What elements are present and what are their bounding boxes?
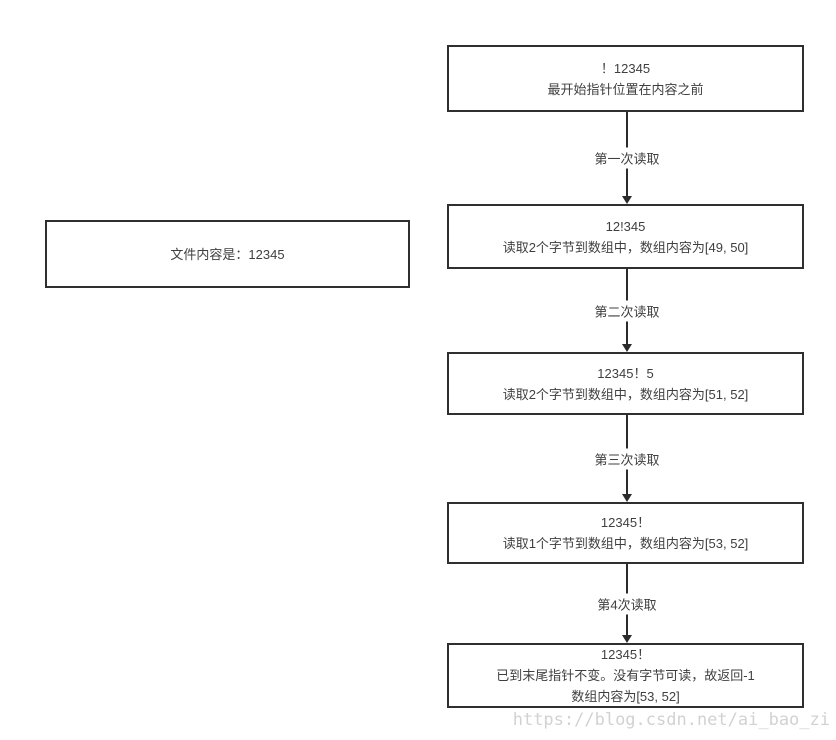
flow-step-1: ！12345 最开始指针位置在内容之前 <box>447 45 804 112</box>
step-state-text: 12345！ <box>600 515 651 530</box>
flow-step-3: 12345！5 读取2个字节到数组中，数组内容为[51, 52] <box>447 352 804 415</box>
step-state-text: 12345！5 <box>597 365 654 381</box>
arrow-label: 第三次读取 <box>591 448 663 469</box>
connector-1: 第一次读取 <box>587 112 667 204</box>
connector-3: 第三次读取 <box>587 415 667 502</box>
arrow-head-icon <box>622 196 632 204</box>
step-desc-text: 读取1个字节到数组中，数组内容为[53, 52] <box>502 536 749 551</box>
arrow-label: 第二次读取 <box>591 300 663 321</box>
step-desc-text: 读取2个字节到数组中，数组内容为[51, 52] <box>502 386 749 402</box>
watermark-url: https://blog.csdn.net/ai_bao_zi <box>512 710 830 730</box>
step-desc-text: 已到末尾指针不变。没有字节可读，故返回-1 <box>496 668 755 683</box>
step-desc-text: 最开始指针位置在内容之前 <box>547 81 704 97</box>
connector-4: 第4次读取 <box>587 564 667 643</box>
step-state-text: ！12345 <box>600 60 651 76</box>
flow-step-2: 12!345 读取2个字节到数组中，数组内容为[49, 50] <box>447 204 804 269</box>
arrow-head-icon <box>622 494 632 502</box>
connector-2: 第二次读取 <box>587 269 667 352</box>
file-content-text: 文件内容是：12345 <box>170 246 285 262</box>
arrow-head-icon <box>622 344 632 352</box>
step-state-text: 12!345 <box>605 218 646 234</box>
arrow-head-icon <box>622 635 632 643</box>
arrow-label: 第一次读取 <box>591 147 663 169</box>
step-desc-text-2: 数组内容为[53, 52] <box>571 689 680 704</box>
arrow-label: 第4次读取 <box>594 593 660 614</box>
file-content-box: 文件内容是：12345 <box>45 220 410 288</box>
step-state-text: 12345！ <box>600 647 651 662</box>
flow-step-4: 12345！ 读取1个字节到数组中，数组内容为[53, 52] <box>447 502 804 564</box>
flow-step-5: 12345！ 已到末尾指针不变。没有字节可读，故返回-1 数组内容为[53, 5… <box>447 643 804 708</box>
step-desc-text: 读取2个字节到数组中，数组内容为[49, 50] <box>502 239 749 255</box>
